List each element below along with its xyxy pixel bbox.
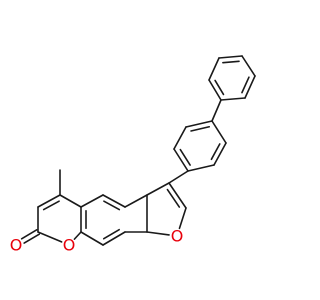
bond-C8-C9 — [102, 231, 126, 246]
bond-Q5-Q6 — [244, 75, 256, 99]
bond-Of-C2 — [178, 207, 187, 230]
bond-C4a-C4 — [80, 194, 104, 208]
bond-C6-C5 — [37, 194, 61, 208]
bond-P3-P4-inner — [190, 125, 211, 132]
bond-C3-P1 — [168, 170, 189, 184]
bond-P4-P5 — [211, 120, 227, 144]
bond-P3-P4 — [185, 120, 213, 128]
bond-C7-Or — [37, 231, 63, 243]
bond-O1-C7-a — [23, 233, 41, 244]
carbonyl-oxygen-label: O — [10, 236, 23, 255]
bond-Q3-Q4 — [218, 55, 243, 59]
bond-C3a-C3 — [146, 182, 170, 196]
bond-C3-C2-inner — [166, 188, 181, 208]
bond-P4-Q1 — [211, 99, 222, 122]
bond-C8-C9-inner — [102, 228, 120, 240]
molecule-canvas: O O O — [9, 55, 256, 255]
bond-C6-C5-inner — [42, 200, 60, 211]
bond-Q3-Q4-inner — [222, 60, 240, 64]
atom-label-layer: O O O — [10, 227, 184, 255]
bond-Q6-Q1 — [220, 97, 246, 101]
bond-P5-P6 — [213, 142, 227, 166]
pyranone-ring-oxygen-label: O — [63, 236, 76, 255]
bond-Q5-Q6-inner — [241, 76, 250, 94]
bond-C8a-C8 — [80, 231, 104, 246]
molecule-structure: O O O — [10, 55, 256, 255]
bond-P5-P6-inner — [210, 143, 221, 161]
bond-Q1-Q2-inner — [214, 79, 225, 96]
bond-P6-P1 — [187, 164, 215, 172]
bond-C4-C4b — [102, 194, 126, 208]
bond-C3-C2 — [168, 182, 187, 209]
bond-P2-P3 — [173, 126, 187, 150]
bond-C4b-C3a — [124, 194, 148, 208]
bond-layer — [20, 55, 256, 246]
bond-O1-C7-b — [20, 229, 38, 240]
bond-Q1-Q2 — [208, 79, 222, 101]
bond-Or-C8a — [73, 231, 82, 240]
bond-C5-C4a — [59, 194, 82, 208]
bond-C7a-Of — [146, 231, 170, 236]
furan-ring-oxygen-label: O — [171, 227, 184, 246]
bond-Q4-Q5 — [241, 55, 256, 77]
bond-P1-P2-inner — [179, 148, 191, 166]
bond-P1-P2 — [173, 148, 189, 172]
bond-Q2-Q3 — [208, 57, 220, 81]
bond-C4-C4b-inner — [103, 200, 121, 211]
